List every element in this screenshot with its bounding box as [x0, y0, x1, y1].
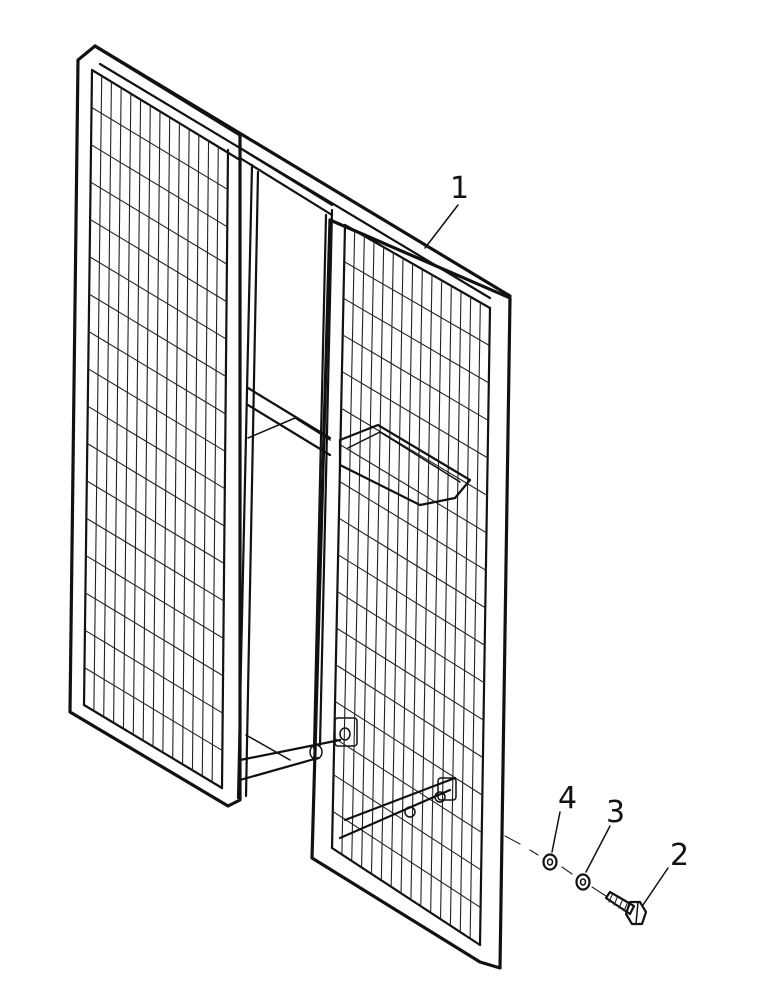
right-mesh-wire-horizontal — [339, 444, 488, 534]
left-mesh-wire-vertical — [211, 145, 219, 783]
right-mesh-wire-vertical — [380, 252, 394, 881]
right-mesh-wire-horizontal — [335, 664, 484, 759]
right-mesh-wire-vertical — [351, 235, 365, 862]
left-mesh-wire-vertical — [113, 87, 122, 724]
right-mesh-wire-horizontal — [342, 334, 489, 421]
left-mesh-wire-vertical — [93, 75, 103, 712]
left-mesh-wire-horizontal — [84, 592, 224, 677]
mounting-plate — [338, 423, 472, 507]
right-mesh-wire-vertical — [449, 290, 462, 927]
left-mesh-wire-vertical — [201, 139, 210, 777]
right-mesh-wire-horizontal — [340, 407, 488, 496]
right-mesh-wire-vertical — [439, 285, 452, 920]
left-mesh-wire-horizontal — [85, 517, 225, 602]
right-mesh-wire-horizontal — [336, 590, 485, 684]
left-mesh-wire-horizontal — [87, 405, 226, 490]
right-mesh-wire-horizontal — [333, 737, 483, 834]
right-mesh-wire-vertical — [361, 241, 375, 868]
left-mesh-wire-horizontal — [89, 218, 228, 303]
left-mesh-wire-vertical — [182, 128, 190, 765]
left-mesh-wire-vertical — [142, 104, 151, 742]
left-mesh-wire-vertical — [152, 110, 161, 748]
right-mesh-wire-vertical — [459, 296, 472, 933]
lower-support-bar — [338, 776, 457, 840]
left-mesh-wire-horizontal — [83, 667, 223, 752]
right-mesh-wire-horizontal — [336, 627, 485, 721]
left-mesh-wire-horizontal — [89, 256, 227, 340]
left-panel — [68, 44, 242, 808]
part-label-4: 4 — [558, 781, 577, 816]
right-mesh-wire-vertical — [469, 301, 481, 940]
left-mesh-wire-horizontal — [90, 181, 228, 265]
left-panel-mesh-horizontal — [83, 106, 229, 752]
right-mesh-wire-horizontal — [339, 480, 487, 571]
left-mesh-wire-vertical — [191, 133, 200, 771]
part-label-3: 3 — [606, 795, 625, 830]
right-mesh-wire-vertical — [370, 246, 385, 875]
left-mesh-wire-horizontal — [88, 330, 227, 415]
left-mesh-wire-vertical — [103, 81, 112, 718]
right-mesh-wire-horizontal — [337, 554, 486, 646]
left-mesh-wire-horizontal — [87, 368, 226, 452]
right-mesh-wire-horizontal — [342, 297, 490, 384]
left-mesh-wire-horizontal — [86, 480, 225, 565]
fastener-axis — [504, 835, 607, 897]
left-mesh-wire-horizontal — [84, 629, 224, 714]
left-mesh-wire-horizontal — [86, 442, 226, 527]
left-mesh-wire-horizontal — [90, 144, 228, 228]
right-mesh-wire-horizontal — [343, 261, 490, 347]
left-mesh-wire-horizontal — [90, 106, 229, 190]
left-mesh-wire-horizontal — [88, 293, 227, 378]
right-mesh-wire-horizontal — [332, 810, 482, 909]
left-panel-mesh-vertical — [93, 75, 219, 783]
right-mesh-wire-horizontal — [332, 774, 482, 871]
right-mesh-wire-vertical — [420, 274, 433, 907]
center-frame — [236, 163, 358, 800]
washer-part-4 — [542, 811, 561, 871]
right-mesh-wire-vertical — [430, 279, 443, 914]
right-mesh-wire-vertical — [400, 263, 414, 894]
washer-part-3 — [575, 825, 611, 891]
right-panel-mesh-horizontal — [332, 261, 490, 909]
right-mesh-wire-horizontal — [338, 517, 486, 609]
right-mesh-wire-vertical — [390, 257, 404, 888]
right-mesh-wire-horizontal — [334, 700, 483, 796]
left-mesh-wire-horizontal — [85, 555, 224, 639]
left-mesh-wire-vertical — [132, 98, 142, 736]
part-label-1: 1 — [450, 171, 469, 206]
right-mesh-wire-vertical — [341, 229, 356, 856]
part-1-leader — [424, 204, 459, 249]
left-mesh-wire-vertical — [122, 92, 132, 730]
right-panel — [310, 218, 512, 970]
part-label-2: 2 — [670, 838, 689, 873]
left-mesh-wire-vertical — [172, 122, 180, 759]
right-panel-mesh-vertical — [341, 229, 481, 940]
right-mesh-wire-horizontal — [341, 371, 489, 459]
left-mesh-wire-vertical — [162, 116, 171, 753]
bolt-part-2 — [604, 867, 669, 926]
